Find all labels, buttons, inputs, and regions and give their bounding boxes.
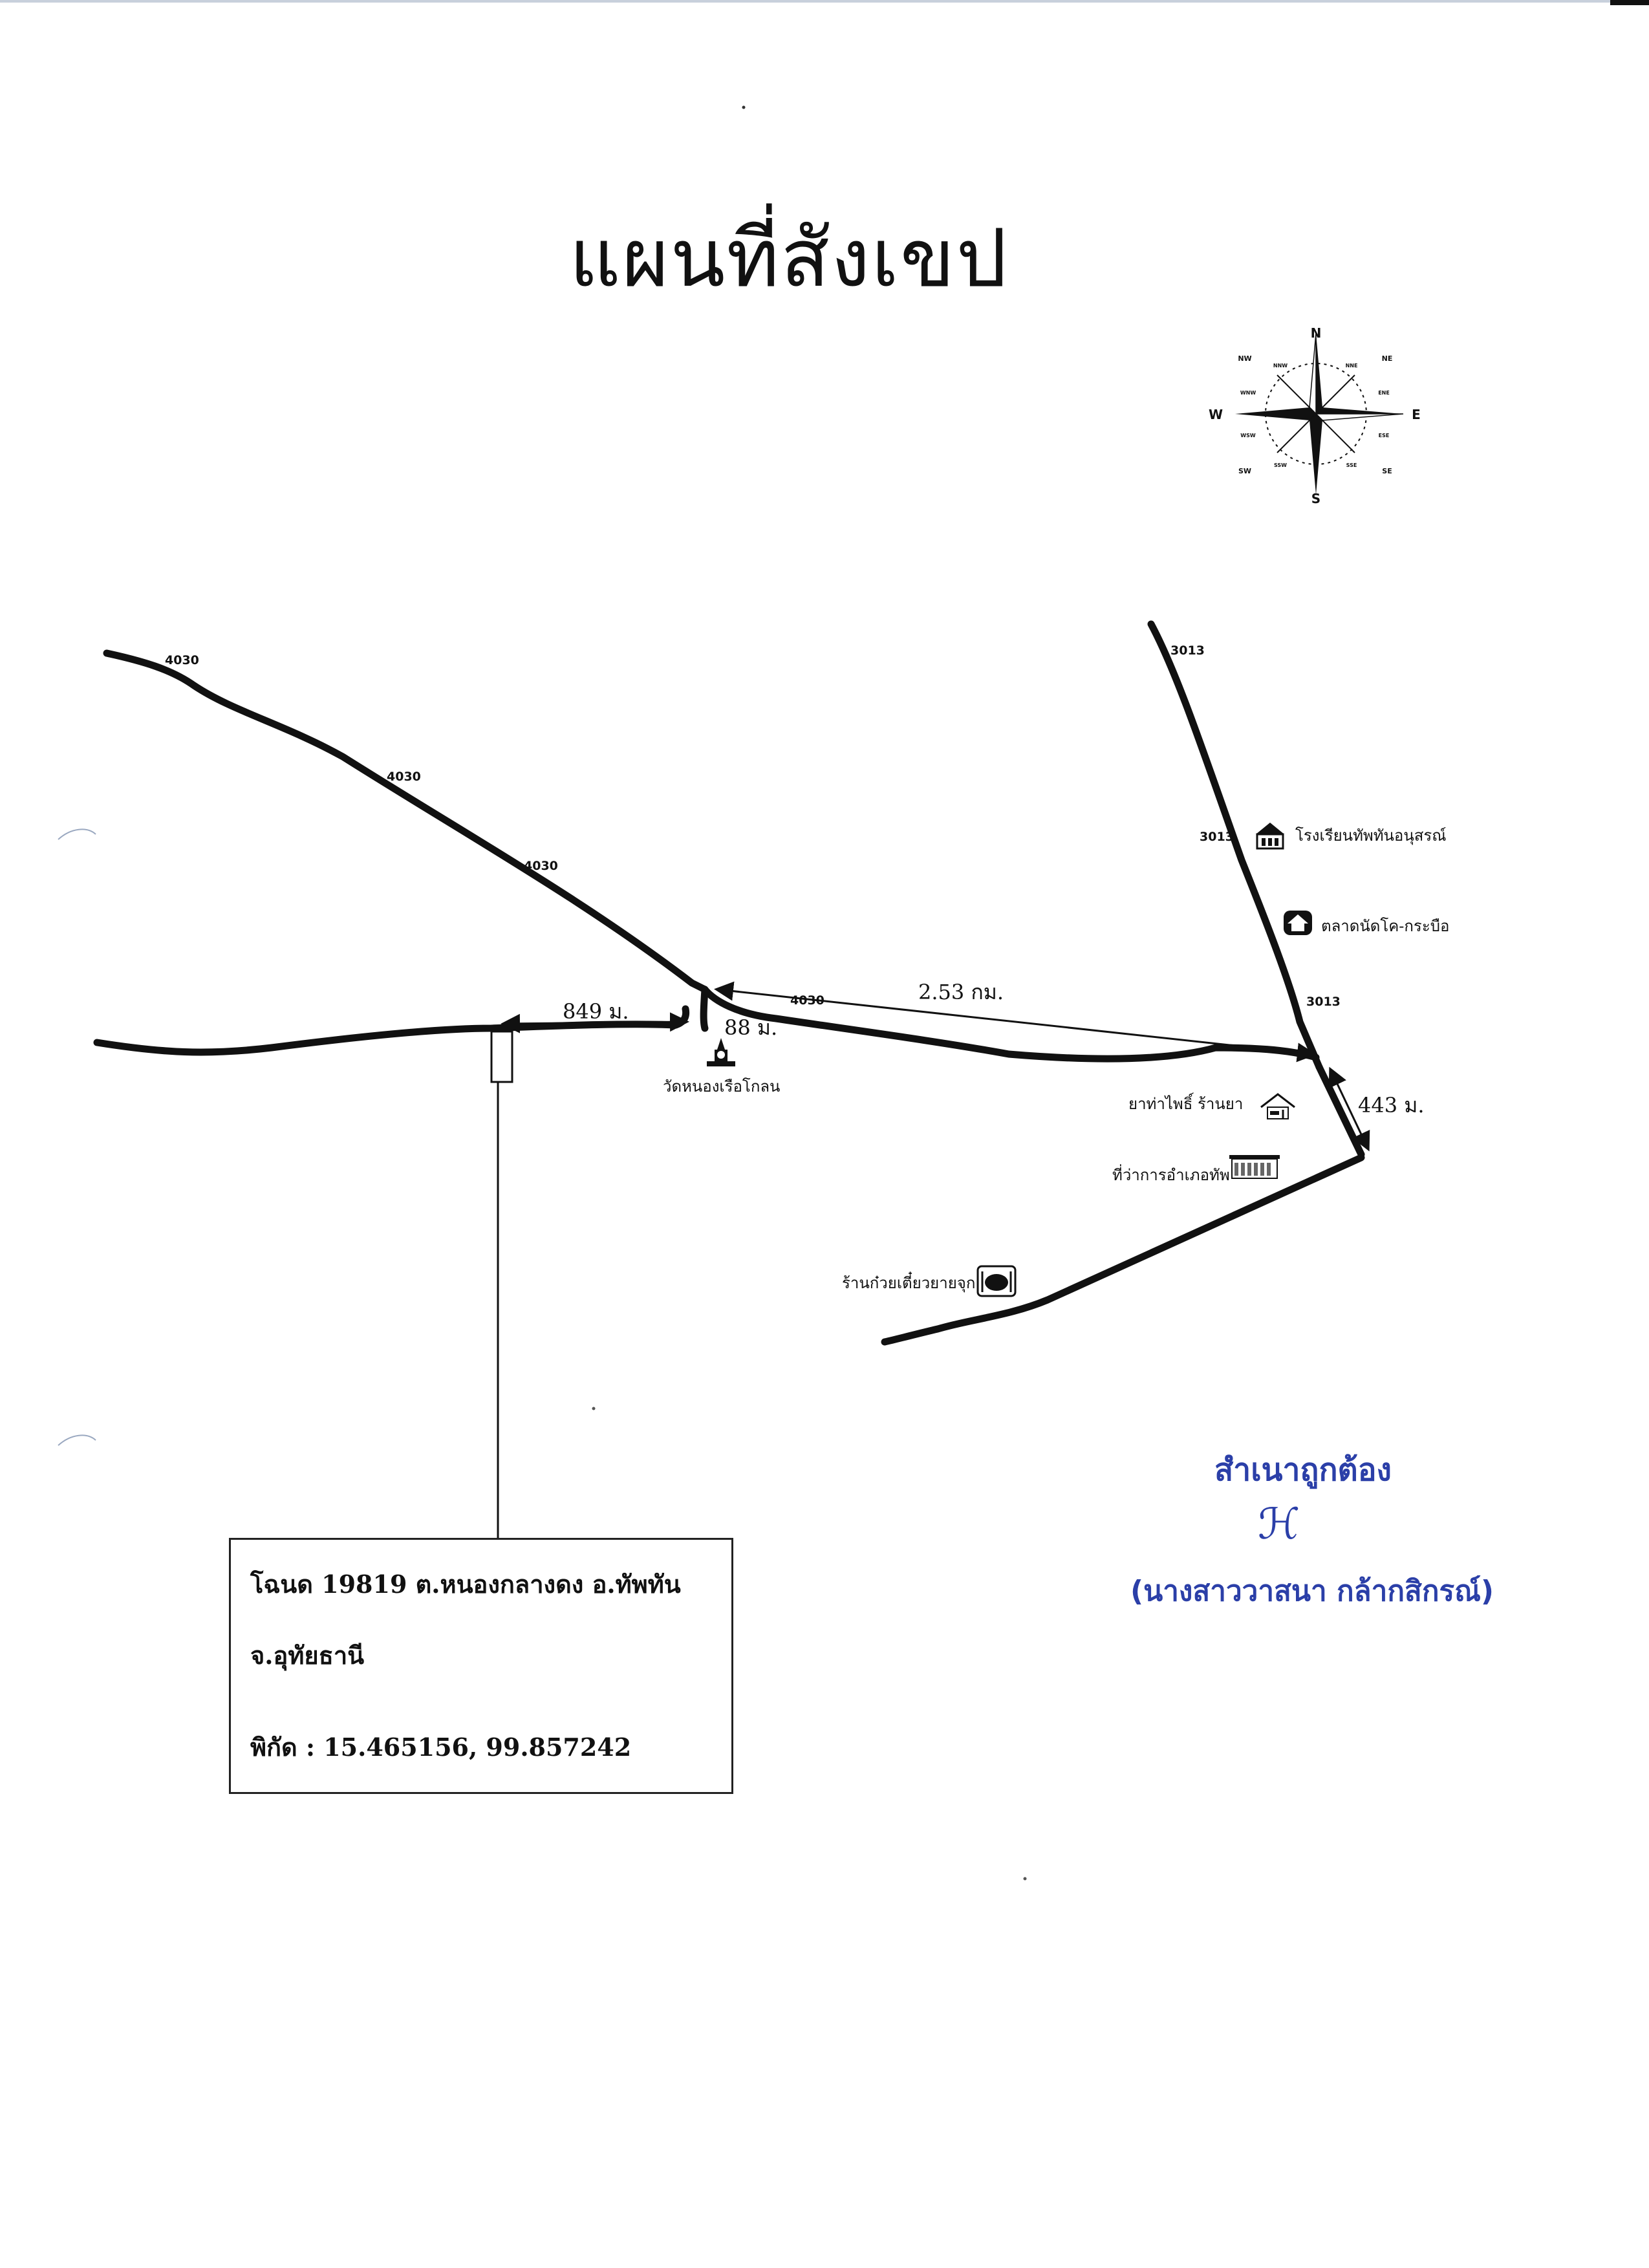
deed-info-line-2: จ.อุทัยธานี	[250, 1641, 365, 1670]
plot-marker	[490, 1030, 513, 1083]
noodle-shop-icon	[976, 1265, 1017, 1297]
compass-wsw-label: WSW	[1240, 433, 1256, 438]
road-label-3013-c: 3013	[1306, 995, 1341, 1009]
distance-label-253: 2.53 กม.	[918, 980, 1004, 1004]
compass-rose-icon: N S E W NE NW SE SW NNE NNW ENE WNW ESE …	[1209, 325, 1421, 506]
road-3013	[1147, 620, 1323, 1071]
compass-nw-label: NW	[1238, 354, 1251, 363]
distance-label-849: 849 ม.	[563, 999, 629, 1024]
scan-speck	[592, 1407, 596, 1410]
distance-arrow-2530	[714, 981, 1317, 1063]
road-label-4030-a: 4030	[165, 653, 199, 667]
compass-east-label: E	[1412, 407, 1421, 422]
compass-ssw-label: SSW	[1274, 462, 1287, 468]
road-spur-temple	[700, 986, 709, 1032]
pharmacy-label: ยาท่าไพธิ์ ร้านยา	[1128, 1092, 1243, 1113]
deed-coordinates: พิกัด : 15.465156, 99.857242	[250, 1733, 632, 1762]
compass-ese-label: ESE	[1379, 433, 1390, 438]
district-office-label: ที่ว่าการอำเภอทัพ	[1112, 1164, 1230, 1184]
deed-info-box: โฉนด 19819 ต.หนองกลางดง อ.ทัพทัน จ.อุทัย…	[229, 1538, 733, 1794]
scan-edge	[0, 0, 1649, 3]
compass-nne-label: NNE	[1346, 363, 1358, 369]
compass-sse-label: SSE	[1346, 462, 1357, 468]
compass-west-label: W	[1209, 407, 1223, 422]
compass-sw-label: SW	[1238, 467, 1251, 475]
scan-speck	[1023, 1877, 1027, 1881]
distance-arrow-443	[1328, 1066, 1370, 1152]
road-connector-443	[1315, 1063, 1365, 1158]
compass-nnw-label: NNW	[1273, 363, 1288, 369]
distance-label-88: 88 ม.	[724, 1015, 777, 1040]
compass-south-label: S	[1311, 491, 1320, 506]
signer-name: (นางสาววาสนา กล้ากสิกรณ์)	[1130, 1575, 1494, 1608]
road-label-4030-c: 4030	[524, 859, 558, 873]
market-icon	[1284, 911, 1312, 935]
compass-se-label: SE	[1382, 467, 1392, 475]
compass-wnw-label: WNW	[1240, 390, 1256, 396]
compass-north-label: N	[1311, 325, 1322, 341]
school-icon	[1256, 823, 1284, 850]
punch-hole-mark-bottom	[58, 1434, 96, 1446]
compass-ene-label: ENE	[1378, 390, 1390, 396]
corner-mark	[1610, 0, 1649, 5]
road-4030-northwest	[103, 649, 709, 993]
district-office-icon	[1229, 1155, 1280, 1179]
noodle-shop-label: ร้านก๋วยเตี๋ยวยายจุก	[842, 1271, 975, 1293]
distance-label-443: 443 ม.	[1358, 1093, 1425, 1118]
scan-speck	[742, 105, 746, 109]
temple-icon	[707, 1038, 735, 1066]
market-label: ตลาดนัดโค-กระบือ	[1321, 917, 1449, 935]
temple-label: วัดหนองเรือโกลน	[663, 1077, 780, 1096]
signature: ℋ	[1258, 1499, 1300, 1549]
punch-hole-mark-top	[58, 828, 96, 840]
compass-ne-label: NE	[1382, 354, 1393, 363]
road-label-4030-d: 4030	[790, 993, 824, 1008]
distance-arrow-849	[501, 1012, 689, 1033]
pharmacy-icon	[1260, 1093, 1295, 1119]
deed-info-line-1: โฉนด 19819 ต.หนองกลางดง อ.ทัพทัน	[250, 1570, 681, 1599]
road-label-3013-b: 3013	[1200, 830, 1234, 844]
road-label-4030-b: 4030	[387, 770, 421, 784]
certified-copy-stamp: สำเนาถูกต้อง	[1214, 1452, 1392, 1488]
road-southwest	[881, 1154, 1365, 1346]
page-title: แผนที่สังเขป	[569, 212, 1009, 305]
school-label: โรงเรียนทัพทันอนุสรณ์	[1295, 826, 1447, 845]
road-label-3013-a: 3013	[1170, 643, 1205, 658]
